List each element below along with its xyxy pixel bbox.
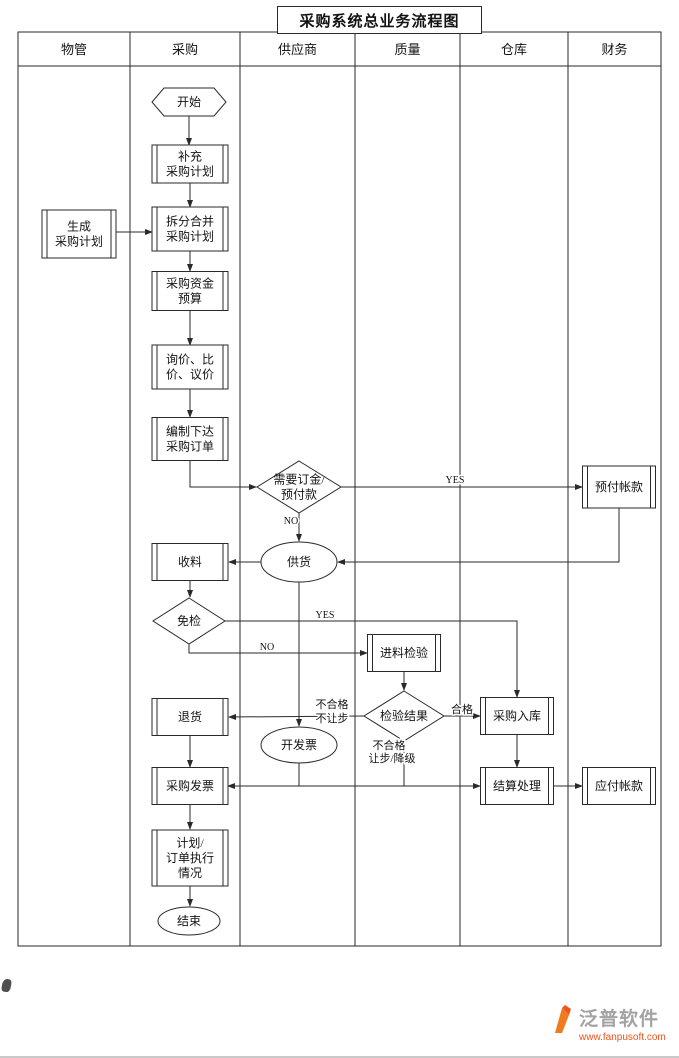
node-need-deposit: 需要订金/预付款 [256, 460, 342, 514]
edge-label-exempt-inspect-no-0: NO [260, 642, 274, 653]
node-label: 采购计划 [55, 234, 103, 249]
node-label: 采购订单 [166, 439, 214, 454]
node-supply: 供货 [260, 541, 338, 583]
node-label: 订单执行 [166, 851, 214, 865]
node-label: 采购发票 [166, 778, 214, 793]
node-label: 开发票 [281, 737, 317, 752]
node-label: 计划/ [176, 836, 204, 850]
node-receive: 收料 [151, 543, 229, 581]
edge-result-return-fail [228, 713, 365, 720]
node-label: 应付帐款 [595, 778, 643, 793]
edge-label-deposit-supply-no-0: NO [284, 516, 298, 527]
vendor-brand-name: 泛普软件 [579, 1009, 660, 1030]
node-label: 检验结果 [380, 708, 428, 723]
node-issue-invoice: 开发票 [260, 726, 338, 764]
edge-label-result-settle-concede-0: 不合格 [373, 738, 406, 752]
node-label: 结算处理 [493, 778, 541, 793]
node-label: 询价、比 [166, 353, 214, 367]
edge-exempt-inspect-no [188, 644, 368, 656]
edge-label-exempt-stockin-yes-0: YES [316, 610, 335, 621]
node-label: 编制下达 [166, 424, 214, 439]
node-end: 结束 [157, 906, 221, 936]
swimlane-frame: 物管 采购 供应商 质量 仓库 财务 [17, 31, 662, 947]
node-label: 采购资金 [166, 276, 214, 291]
node-label: 情况 [178, 866, 202, 880]
node-label: 收料 [178, 555, 202, 569]
lane-header-1: 采购 [172, 42, 198, 57]
node-payable: 应付帐款 [582, 767, 656, 805]
edge-label-result-return-fail-1: 不让步 [316, 712, 349, 725]
node-label: 进料检验 [380, 645, 428, 660]
fanpu-logo-icon [555, 1005, 571, 1033]
edge-exempt-stockin-yes [225, 620, 520, 698]
node-exempt-check: 免检 [152, 597, 226, 645]
node-inspect-result: 检验结果 [363, 690, 445, 742]
node-start: 开始 [151, 87, 227, 117]
node-label: 预付款 [281, 488, 317, 502]
node-label: 供货 [287, 554, 311, 569]
node-label: 退货 [178, 709, 202, 724]
node-label: 预算 [178, 291, 202, 306]
node-label: 结束 [177, 914, 201, 928]
edges [116, 116, 620, 907]
edge-issue-deposit [189, 461, 257, 490]
vendor-watermark: 泛普软件 www.fanpusoft.com [550, 1004, 666, 1043]
node-stock-in: 采购入库 [480, 697, 554, 735]
node-purchase-invoice: 采购发票 [151, 767, 229, 805]
edge-label-result-stockin-pass-0: 合格 [451, 702, 473, 716]
node-label: 预付帐款 [595, 479, 643, 494]
edge-label-deposit-prepaid-yes-0: YES [446, 475, 465, 486]
edge-label-result-return-fail-0: 不合格 [316, 697, 349, 711]
node-prepaid: 预付帐款 [582, 465, 656, 509]
vendor-text-block: 泛普软件 www.fanpusoft.com [579, 1004, 666, 1043]
node-label: 采购计划 [166, 164, 214, 179]
nodes: 开始补充采购计划生成采购计划拆分合并采购计划采购资金预算询价、比价、议价编制下达… [41, 87, 656, 936]
node-label: 采购计划 [166, 229, 214, 244]
node-return-goods: 退货 [151, 698, 229, 736]
edge-prepaid-supply [337, 508, 620, 565]
node-label: 生成 [67, 220, 91, 234]
edge-label-result-settle-concede-1: 让步/降级 [368, 751, 415, 765]
node-inquiry: 询价、比价、议价 [151, 344, 229, 390]
node-label: 开始 [177, 95, 201, 109]
lane-header-4: 仓库 [501, 42, 527, 57]
node-label: 补充 [178, 149, 202, 164]
node-label: 需要订金/ [273, 472, 325, 487]
node-settlement: 结算处理 [480, 767, 554, 805]
node-label: 免检 [177, 613, 201, 628]
lane-header-3: 质量 [394, 42, 420, 57]
vendor-url: www.fanpusoft.com [579, 1032, 666, 1043]
lane-header-0: 物管 [61, 42, 87, 57]
node-incoming-inspect: 进料检验 [367, 634, 441, 672]
node-label: 价、议价 [166, 368, 214, 382]
lane-header-2: 供应商 [278, 42, 317, 57]
lane-header-5: 财务 [601, 42, 627, 57]
page-title: 采购系统总业务流程图 [277, 6, 482, 34]
node-label: 采购入库 [493, 708, 541, 723]
node-label: 拆分合并 [166, 214, 214, 229]
